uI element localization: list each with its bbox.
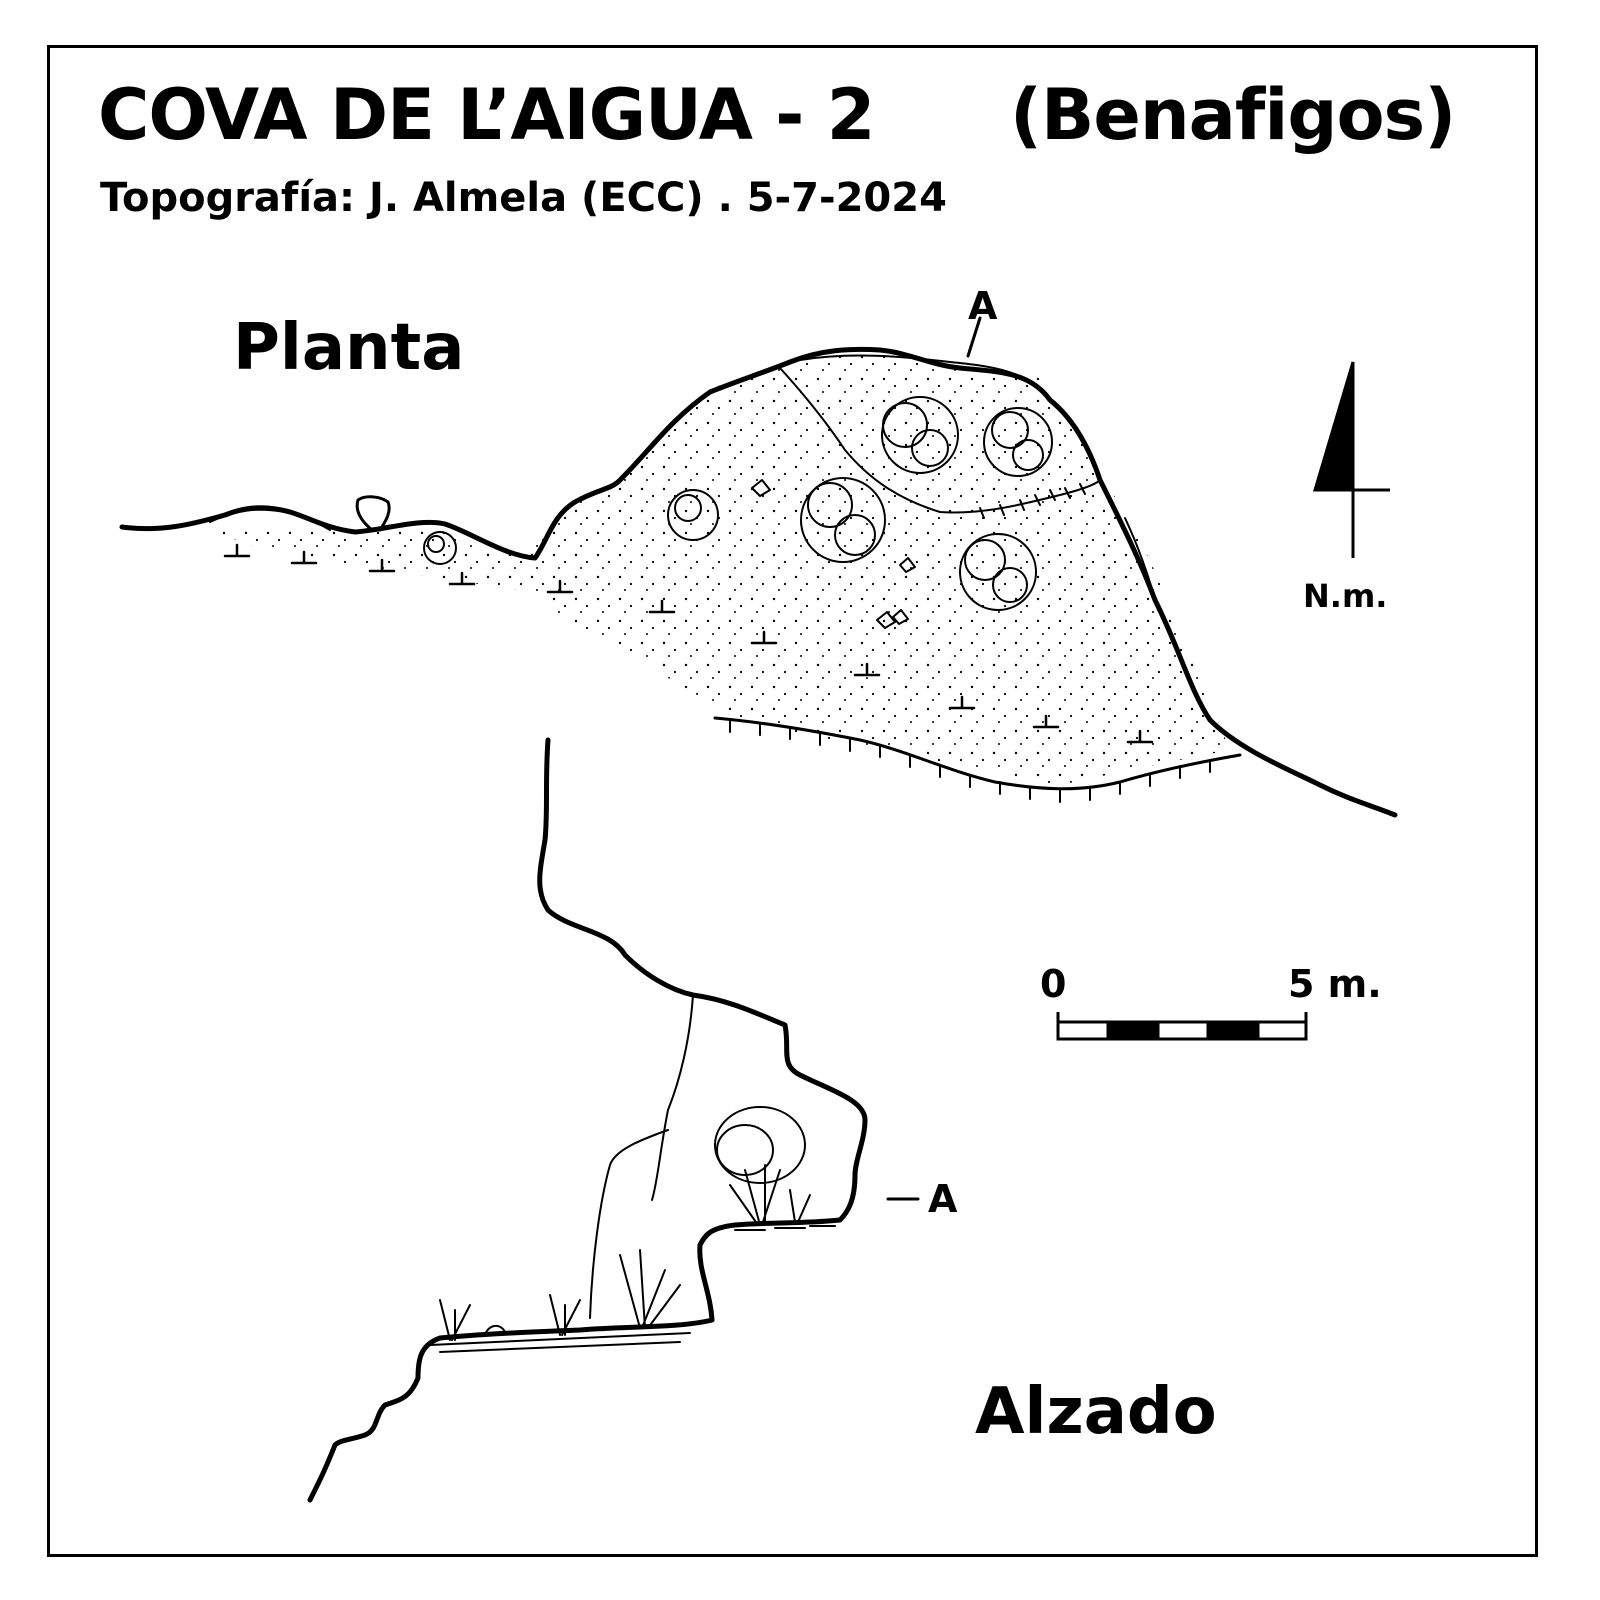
cave-location: (Benafigos) (1010, 74, 1456, 156)
elevation-section-mark: A (928, 1177, 958, 1221)
elevation-grass (439, 1189, 811, 1341)
plan-section-mark: A (968, 284, 998, 328)
scale-bar (1056, 1012, 1308, 1041)
plan-dripline (713, 716, 1242, 791)
plan-boulder-boundary (779, 367, 1101, 514)
elevation-rock (484, 1324, 506, 1336)
elevation-pillar (589, 994, 694, 1319)
plan-view-label: Planta (233, 311, 465, 385)
north-arrow-icon (1312, 361, 1390, 558)
plan-ledge (799, 354, 1051, 399)
elevation-view (307, 737, 920, 1503)
elevation-ground (429, 1225, 836, 1353)
plan-floor-fill (210, 352, 1230, 785)
plan-section-line (966, 316, 982, 358)
elevation-bush (714, 1106, 806, 1226)
plan-view (119, 316, 1398, 818)
survey-credit: Topografía: J. Almela (ECC) . 5-7-2024 (100, 175, 947, 221)
plan-right-ledge (1124, 517, 1159, 611)
north-label: N.m. (1303, 577, 1388, 615)
cave-title: COVA DE L’AIGUA - 2 (98, 74, 875, 156)
scale-start-label: 0 (1040, 962, 1067, 1006)
plan-slope-symbols (223, 543, 1154, 744)
map-frame (47, 45, 1538, 1557)
plan-vegetation (423, 396, 1053, 629)
scale-end-label: 5 m. (1288, 962, 1382, 1006)
plan-wall-outer (119, 346, 1398, 818)
elevation-view-label: Alzado (975, 1375, 1217, 1449)
plan-hummock (209, 508, 331, 531)
plan-entrance-marker (355, 495, 391, 532)
elevation-wall (307, 737, 868, 1503)
plan-dripline-ticks (729, 483, 1211, 803)
